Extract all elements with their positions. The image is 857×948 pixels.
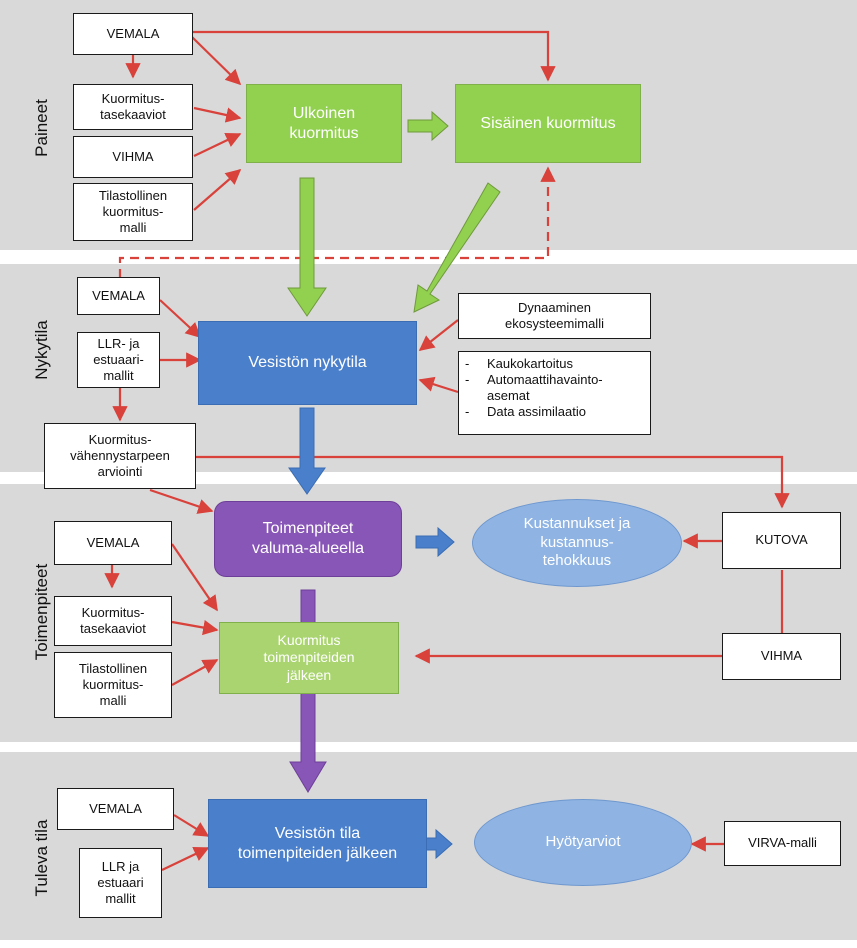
blue-arrow-valuma-to-kustannukset [415,526,455,558]
vemala-box-paineet: VEMALA [73,13,193,55]
tilastollinen-box-paineet: Tilastollinen kuormitus- malli [73,183,193,241]
arrow-bullets-to-nykytila [418,376,459,394]
kuormitustasekaaviot-box-toimenpiteet: Kuormitus- tasekaaviot [54,596,172,646]
arrow-vemala2-to-nykytila [159,299,202,339]
vihma-box-paineet: VIHMA [73,136,193,178]
arrow-dynaaminen-to-nykytila [418,319,459,351]
kuormitus-toimenpiteiden-jalkeen-box: Kuormitus toimenpiteiden jälkeen [219,622,399,694]
vesiston-nykytila-box: Vesistön nykytila [198,321,417,405]
llr-estuaari-box-tuleva: LLR ja estuaari mallit [79,848,162,918]
arrow-vihma-to-ulkoinen [193,133,242,157]
bullet-dash: - [465,356,470,371]
bullet-text: Kaukokartoitus [487,356,573,371]
hyotyarviot-ellipse: Hyötyarviot [474,799,692,886]
bullet-row: - Data assimilaatio [465,404,644,420]
arrow-arviointi-to-kutova [196,455,790,509]
arrow-llr2-to-vesiston-tila [161,847,210,871]
vemala-box-toimenpiteet: VEMALA [54,521,172,565]
bullet-dash: - [465,371,470,387]
arrow-vemala-to-ulkoinen [191,36,242,86]
sisainen-kuormitus-box: Sisäinen kuormitus [455,84,641,163]
dynaaminen-ekosysteemimalli-box: Dynaaminen ekosysteemimalli [458,293,651,339]
kutova-box: KUTOVA [722,512,841,569]
tilastollinen-box-toimenpiteet: Tilastollinen kuormitus- malli [54,652,172,718]
virva-malli-box: VIRVA-malli [724,821,841,866]
arrow-kuormitustase-to-ulkoinen [193,106,242,123]
arrow-vemala3-to-kuormitus-jalkeen [171,543,218,612]
bullet-dash: - [465,403,470,419]
ulkoinen-kuormitus-box: Ulkoinen kuormitus [246,84,402,163]
blue-arrow-nykytila-to-valuma [288,407,326,495]
kuormitustasekaaviot-box-paineet: Kuormitus- tasekaaviot [73,84,193,130]
bullet-text: Automaattihavainto- asemat [487,371,603,403]
arrow-vemala4-to-vesiston-tila [173,814,210,837]
havainnot-bullet-box: - Kaukokartoitus - Automaattihavainto- ase… [458,351,651,435]
kustannukset-ellipse: Kustannukset ja kustannus- tehokkuus [472,499,682,587]
green-arrow-ulkoinen-to-nykytila [287,177,327,317]
arrow-vemala-to-sisainen [192,30,556,82]
bullet-text: Data assimilaatio [487,403,586,419]
vemala-box-tuleva: VEMALA [57,788,174,830]
toimenpiteet-valuma-alueella-box: Toimenpiteet valuma-alueella [214,501,402,577]
arrow-kuormitustase-to-kuormitus-jalkeen [171,619,219,636]
arrow-arviointi-to-valuma [149,488,214,514]
dashed-feedback-arrow [118,166,556,278]
arrow-tilastollinen-to-kuormitus-jalkeen [171,659,219,686]
kuormitusvahennystarpeen-arviointi-box: Kuormitus- vähennystarpeen arviointi [44,423,196,489]
bullet-row: - Automaattihavainto- asemat [465,372,644,404]
arrow-tilastollinen-to-ulkoinen [193,168,242,211]
llr-estuaari-box-nykytila: LLR- ja estuaari- mallit [77,332,160,388]
green-arrow-ulkoinen-to-sisainen [407,110,449,142]
vesiston-tila-jalkeen-box: Vesistön tila toimenpiteiden jälkeen [208,799,427,888]
vemala-box-nykytila: VEMALA [77,277,160,315]
vihma-box-toimenpiteet: VIHMA [722,633,841,680]
green-arrow-sisainen-to-nykytila [413,182,501,313]
bullet-row: - Kaukokartoitus [465,356,644,372]
